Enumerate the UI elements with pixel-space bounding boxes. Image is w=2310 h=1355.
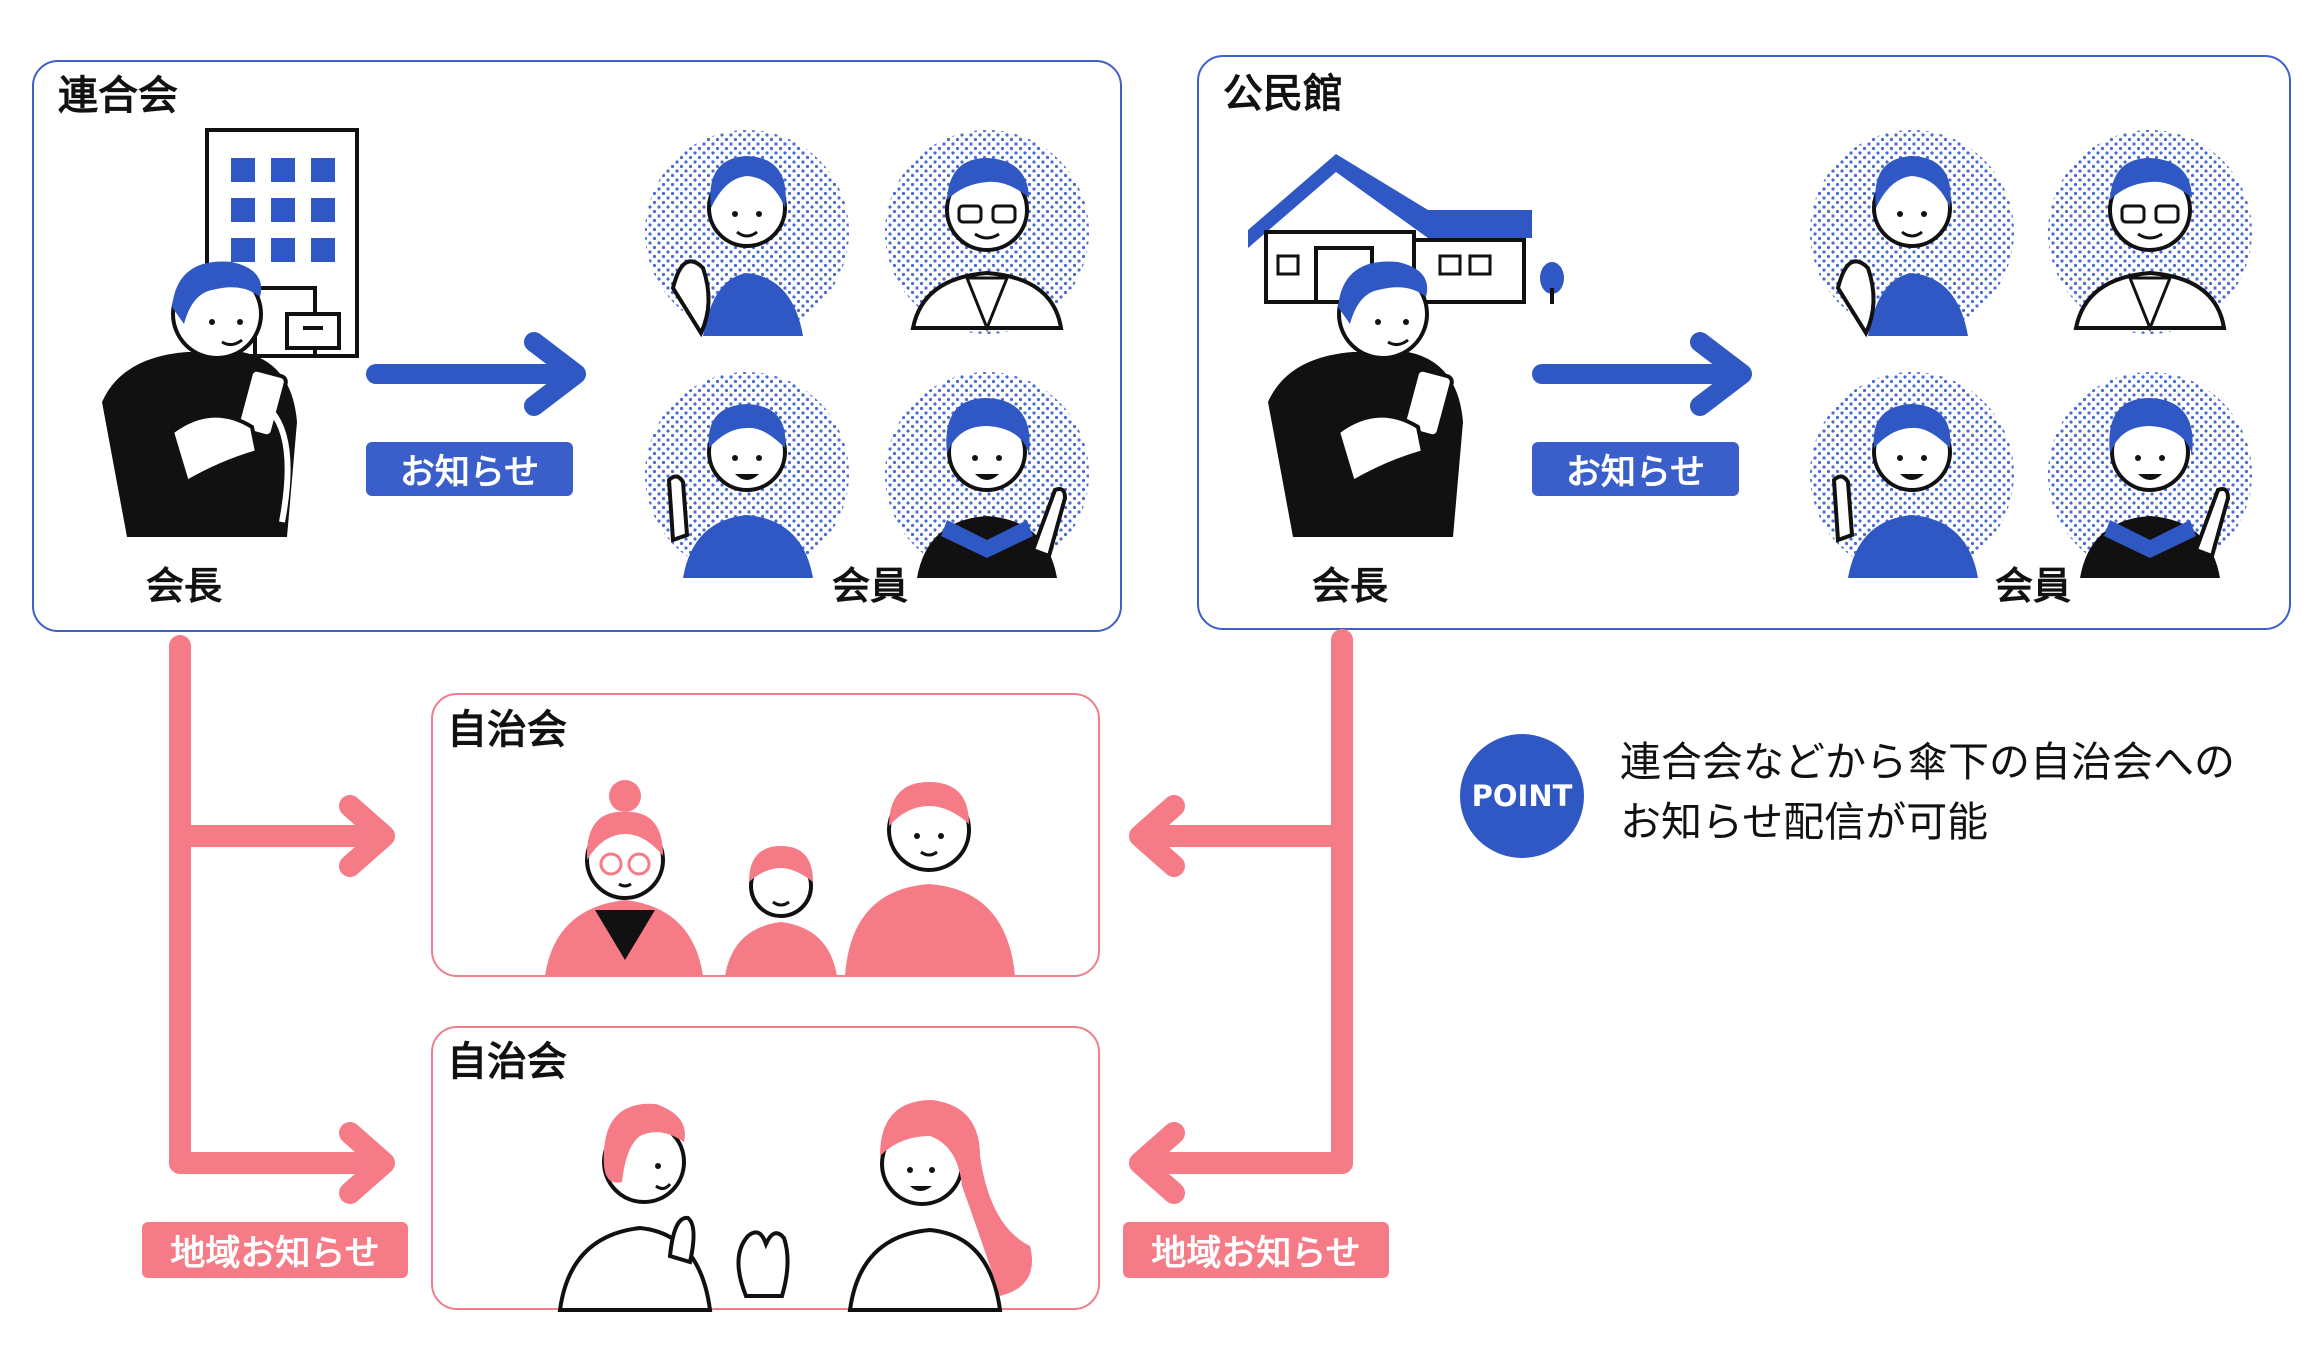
chairperson-icon bbox=[1268, 261, 1463, 537]
kominkan-title: 公民館 bbox=[1223, 71, 1343, 117]
kominkan-chair-label: 会長 bbox=[1312, 564, 1389, 608]
kominkan-members-label: 会員 bbox=[1995, 564, 2072, 608]
point-note-line1: 連合会などから傘下の自治会への bbox=[1620, 738, 2235, 786]
neighbors-chatting-icon bbox=[557, 1100, 1032, 1312]
member-avatar-icon bbox=[1810, 372, 2014, 578]
kominkan-panel bbox=[1197, 55, 2291, 630]
rengokai-chair-label: 会長 bbox=[146, 564, 223, 608]
member-avatar-icon bbox=[645, 372, 849, 578]
family-group-icon bbox=[545, 780, 1015, 976]
rengokai-members-label: 会員 bbox=[832, 564, 909, 608]
member-avatar-icon bbox=[1810, 130, 2014, 338]
point-badge: POINT bbox=[1460, 734, 1584, 858]
arrow-right-icon bbox=[366, 332, 586, 416]
member-avatar-icon bbox=[2048, 130, 2252, 334]
jichikai-box bbox=[431, 1026, 1100, 1310]
rengokai-title: 連合会 bbox=[58, 73, 178, 119]
regional-notice-tag-left: 地域お知らせ bbox=[142, 1222, 408, 1278]
rengokai-notice-tag: お知らせ bbox=[366, 442, 573, 496]
kominkan-notice-tag: お知らせ bbox=[1532, 442, 1739, 496]
regional-notice-tag-right: 地域お知らせ bbox=[1123, 1222, 1389, 1278]
rengokai-panel bbox=[32, 60, 1122, 632]
jichikai-title: 自治会 bbox=[447, 1039, 567, 1085]
jichikai-title: 自治会 bbox=[447, 707, 567, 753]
member-avatar-icon bbox=[885, 372, 1089, 578]
chairperson-icon bbox=[102, 261, 297, 537]
member-avatar-icon bbox=[2048, 372, 2252, 578]
member-avatar-icon bbox=[645, 130, 849, 338]
arrow-right-icon bbox=[1532, 332, 1752, 416]
point-note-line2: お知らせ配信が可能 bbox=[1620, 798, 1989, 846]
member-avatar-icon bbox=[885, 130, 1089, 334]
jichikai-box bbox=[431, 693, 1100, 977]
